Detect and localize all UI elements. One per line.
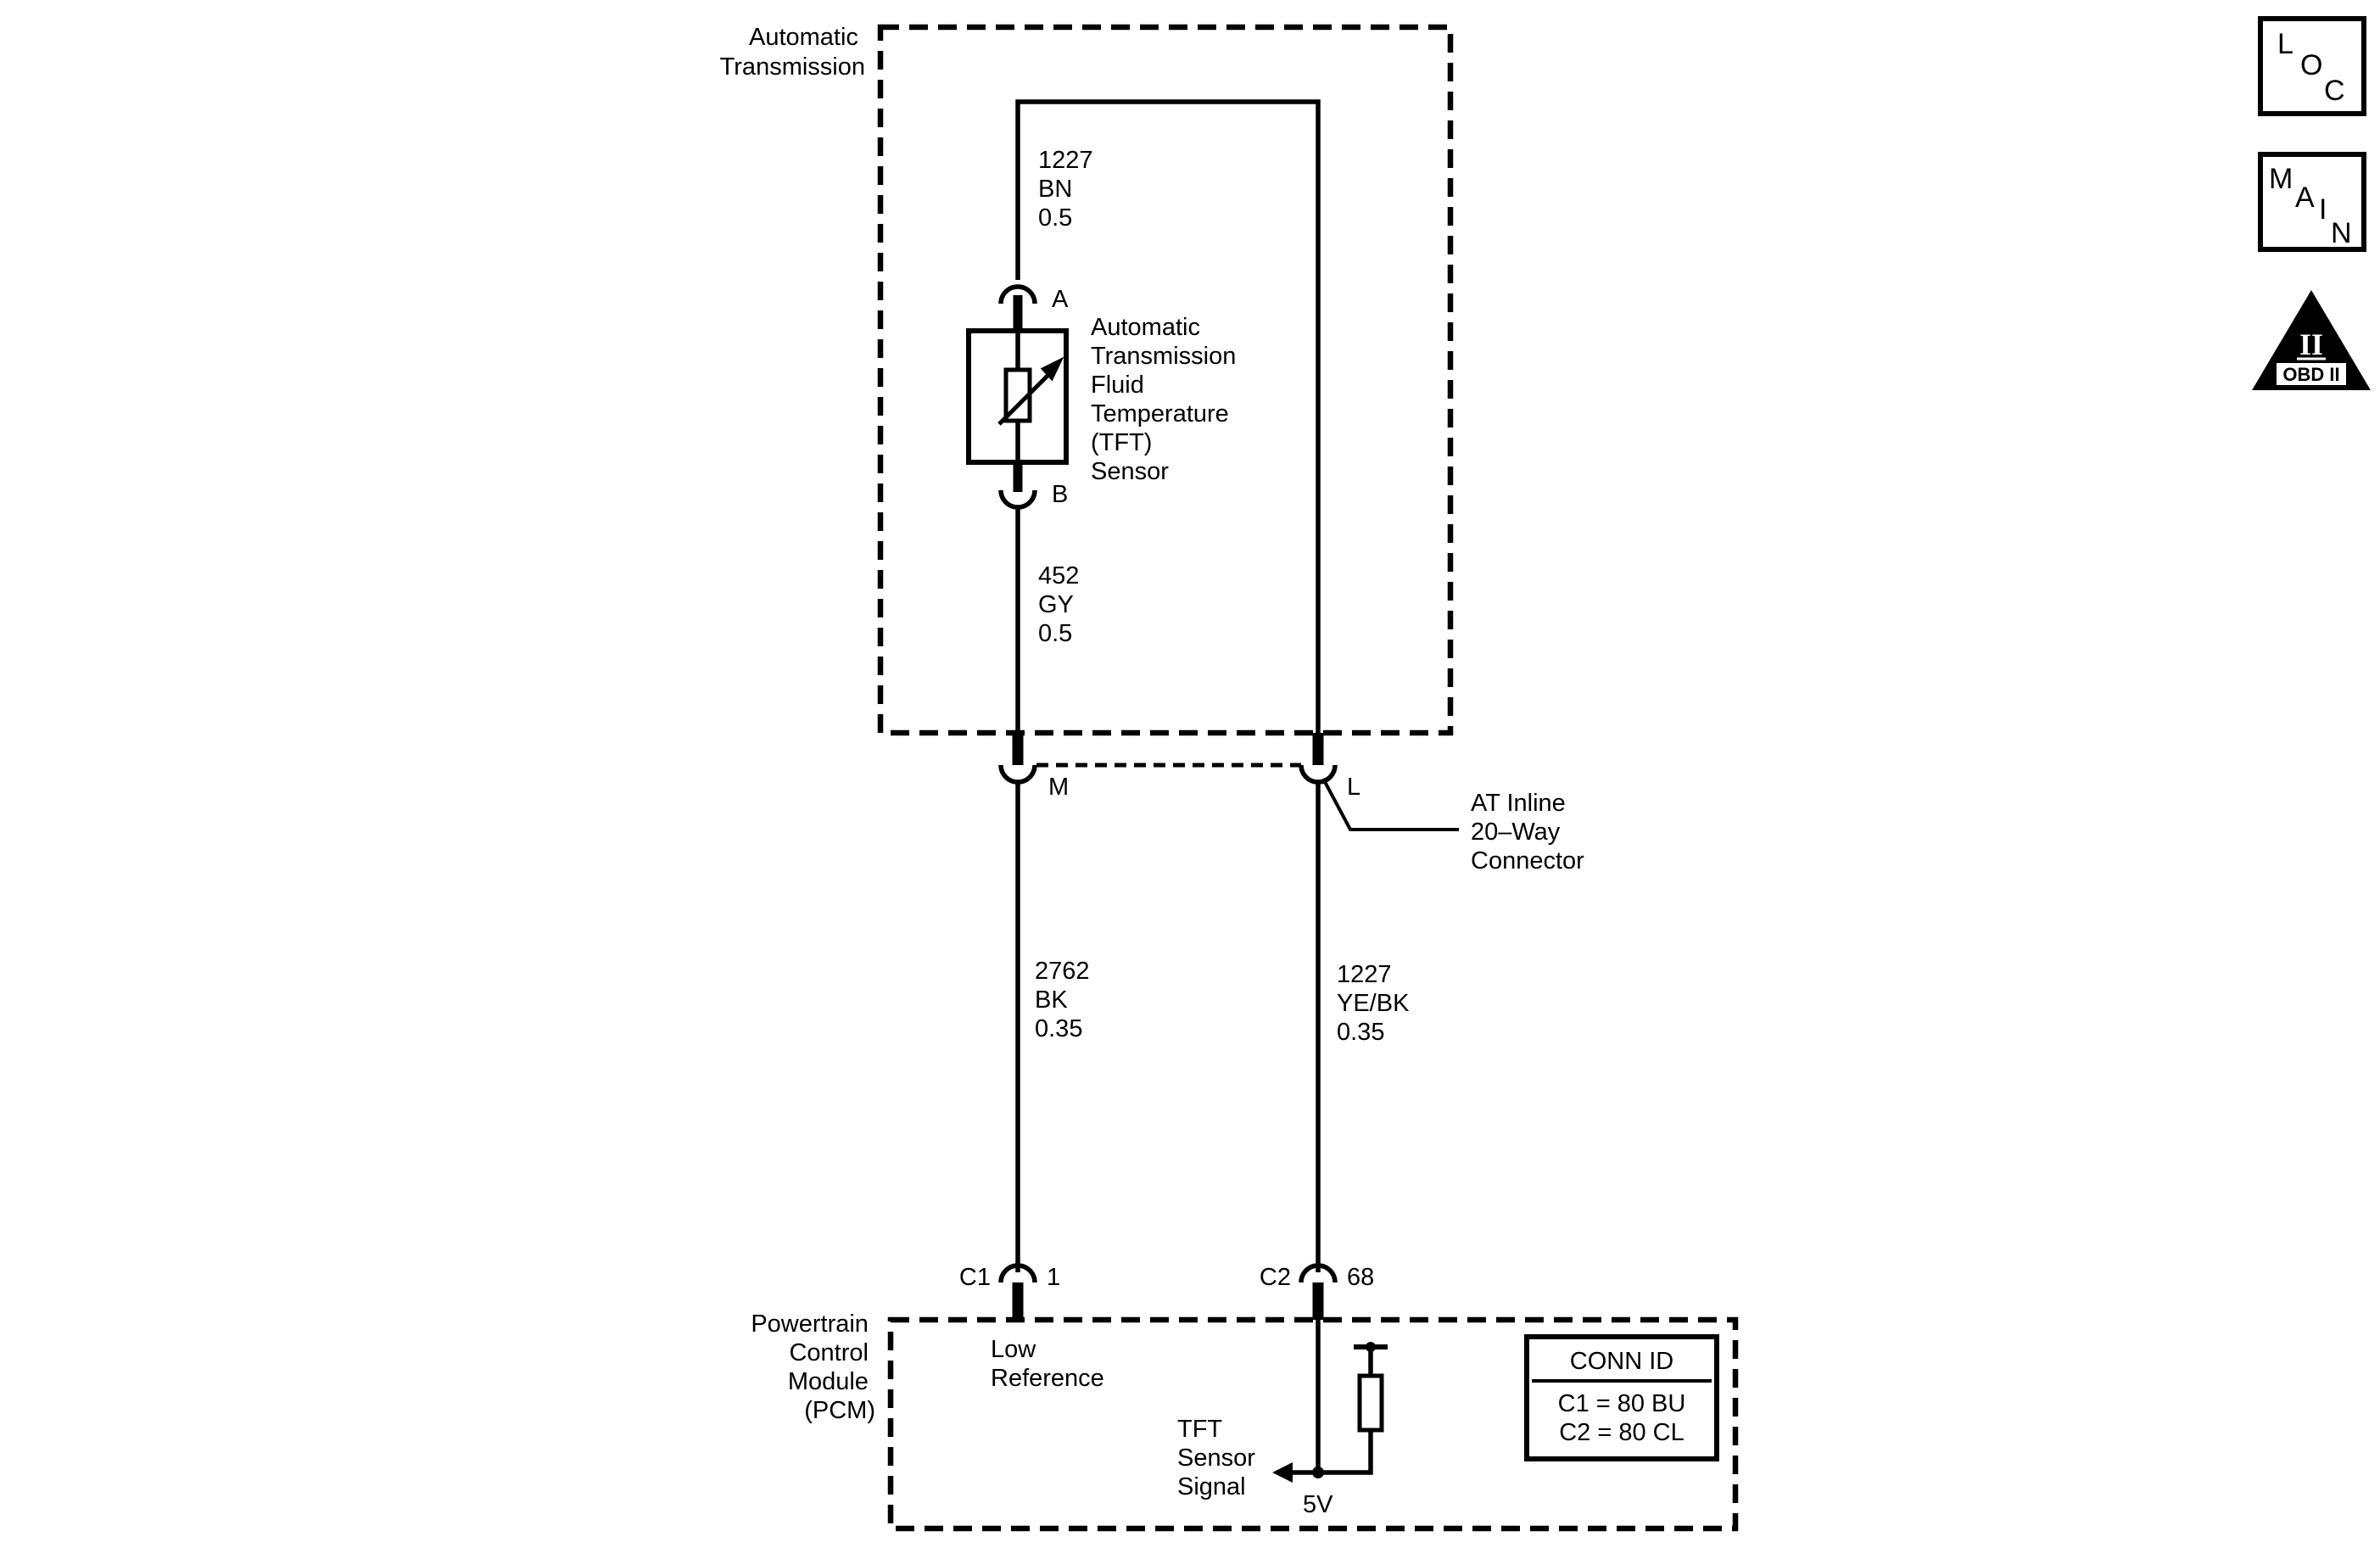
- connector-c2-label: C2: [1260, 1264, 1291, 1291]
- pin-l-label: L: [1347, 774, 1360, 801]
- variable-arrow-line: [997, 370, 1053, 426]
- pullup-lead-bottom: [1318, 1430, 1373, 1475]
- low-reference-label: Low Reference: [991, 1336, 1104, 1392]
- pin-a-label: A: [1052, 286, 1069, 313]
- pin-a-terminal: [998, 284, 1037, 305]
- variable-arrow-icon: [1040, 356, 1064, 382]
- conn-id-box: [1524, 1334, 1719, 1461]
- pin-1-label: 1: [1047, 1264, 1060, 1291]
- tft-sensor-label: Automatic Transmission Fluid Temperature…: [1091, 314, 1243, 485]
- loc-icon[interactable]: L O C: [2258, 16, 2366, 116]
- pin-l-terminal: [1299, 764, 1338, 785]
- obd-ii-icon[interactable]: II OBD II: [2252, 290, 2371, 390]
- signal-arrow-icon: [1272, 1462, 1293, 1483]
- svg-text:O: O: [2300, 49, 2322, 81]
- wire-loop: [1015, 99, 1321, 736]
- wire-label-1227-bn: 1227 BN 0.5: [1038, 147, 1100, 232]
- connector-c1-label: C1: [959, 1264, 991, 1291]
- pcm-label: Powertrain Control Module (PCM): [751, 1310, 875, 1424]
- pin-c1-1-terminal: [998, 1263, 1037, 1283]
- pin-c2-68-terminal: [1299, 1263, 1338, 1283]
- svg-text:C: C: [2324, 75, 2345, 107]
- wire-label-2762-bk: 2762 BK 0.35: [1035, 958, 1097, 1042]
- main-icon[interactable]: M A I N: [2258, 152, 2366, 252]
- pullup-supply-dot: [1366, 1342, 1376, 1352]
- wire-label-452-gy: 452 GY 0.5: [1038, 562, 1086, 647]
- pullup-resistor: [1357, 1373, 1384, 1433]
- svg-text:A: A: [2295, 182, 2315, 214]
- svg-text:L: L: [2277, 28, 2293, 60]
- pin-m-label: M: [1048, 774, 1069, 801]
- transmission-label: Automatic Transmission: [720, 24, 865, 81]
- transmission-enclosure: [877, 24, 1454, 736]
- svg-text:II: II: [2299, 327, 2323, 361]
- conn-id-row-c2: C2 = 80 CL: [1559, 1419, 1684, 1446]
- conn-id-row-c1: C1 = 80 BU: [1558, 1390, 1686, 1417]
- pcm-enclosure: [887, 1316, 1739, 1532]
- connector-leader-line: [1321, 778, 1459, 831]
- voltage-5v-label: 5V: [1303, 1491, 1333, 1518]
- wire-label-1227-yebk: 1227 YE/BK 0.35: [1337, 961, 1416, 1046]
- pin-m-terminal: [998, 764, 1037, 785]
- pin-b-terminal: [998, 489, 1037, 510]
- conn-id-title: CONN ID: [1570, 1348, 1673, 1375]
- svg-text:OBD II: OBD II: [2282, 364, 2339, 385]
- inline-connector-label: AT Inline 20–Way Connector: [1471, 790, 1584, 874]
- tft-signal-label: TFT Sensor Signal: [1177, 1416, 1262, 1500]
- pin-b-label: B: [1052, 481, 1068, 508]
- svg-text:N: N: [2331, 217, 2352, 249]
- pin-68-label: 68: [1347, 1264, 1374, 1291]
- svg-text:I: I: [2319, 193, 2327, 226]
- svg-text:M: M: [2269, 163, 2293, 195]
